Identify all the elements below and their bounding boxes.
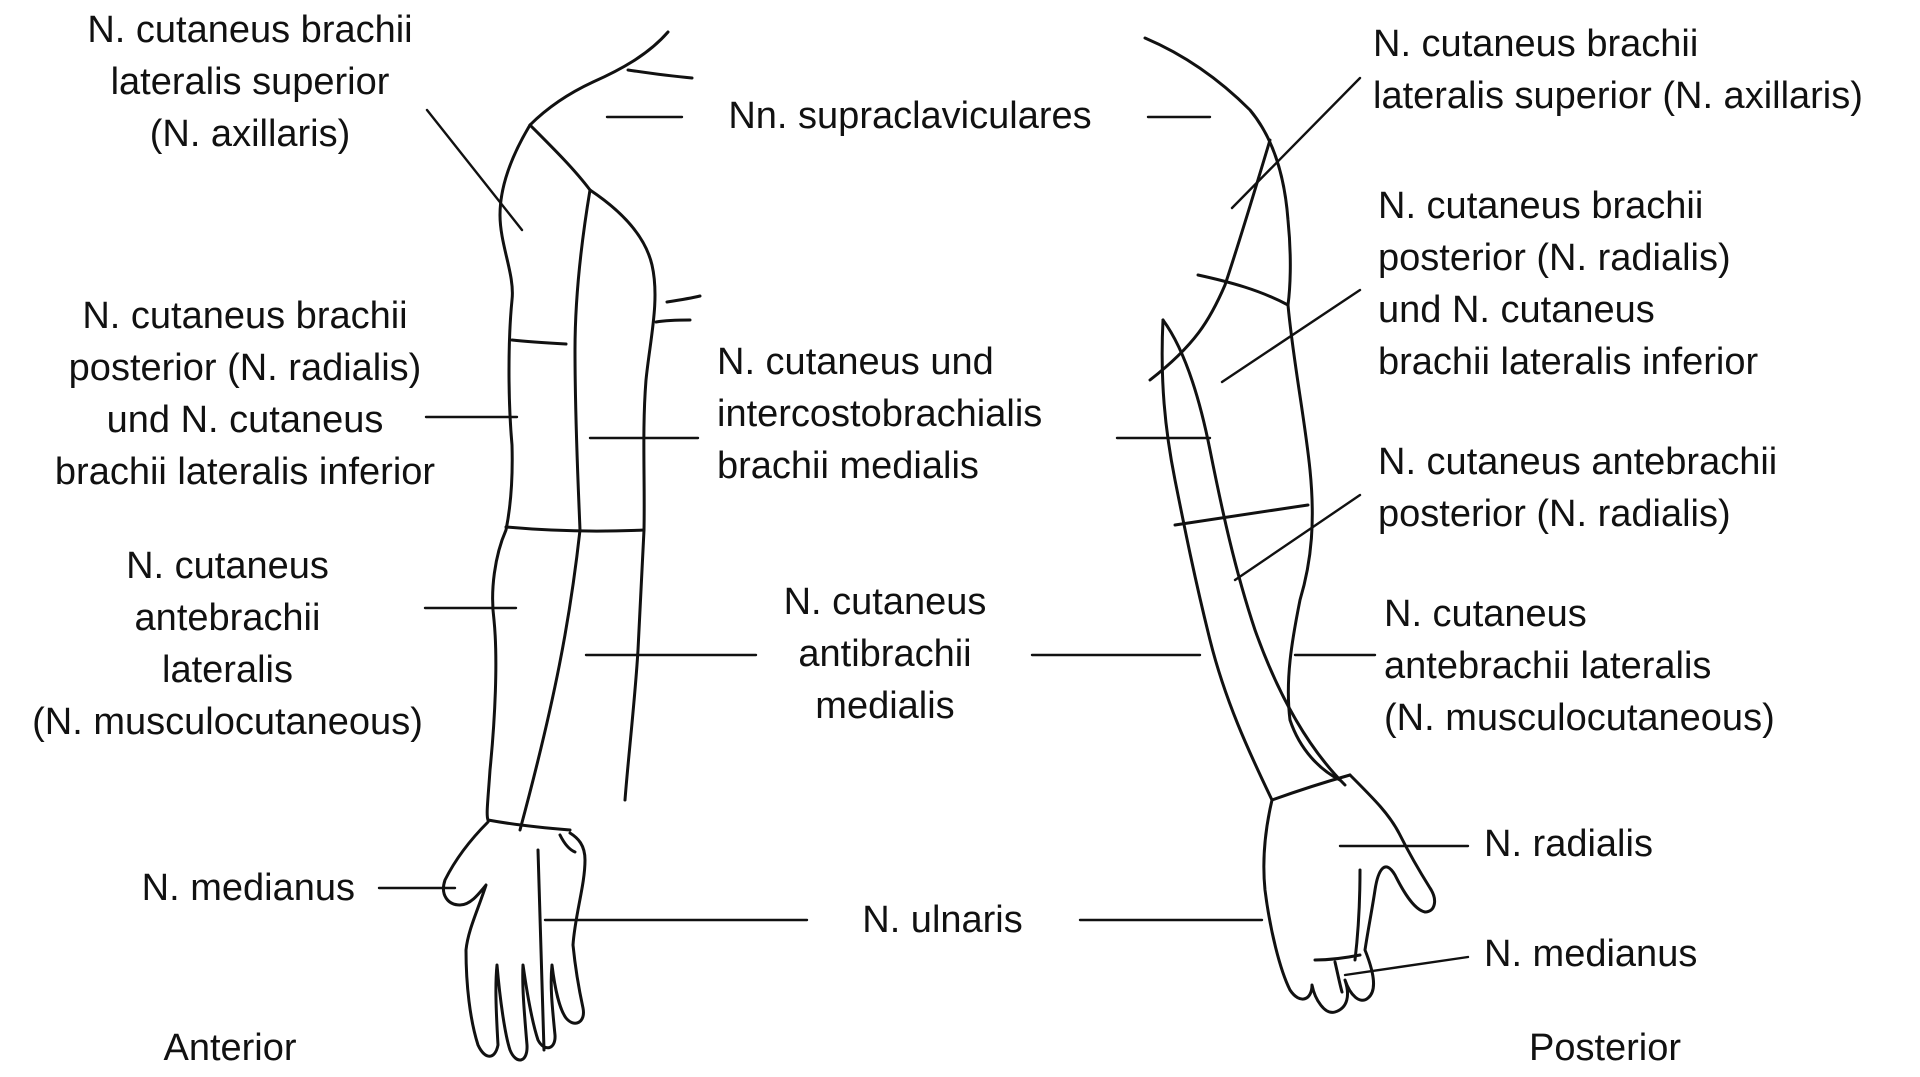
label-post-antebrachii-posterior: N. cutaneus antebrachii posterior (N. ra… [1378,441,1778,535]
label-supraclaviculares: Nn. supraclaviculares [728,95,1092,137]
label-ant-radialis: N. cutaneus brachii posterior (N. radial… [54,295,436,493]
label-post-radialis-hand: N. radialis [1484,823,1653,865]
view-label-anterior: Anterior [163,1027,297,1069]
view-label-posterior: Posterior [1528,1027,1682,1069]
label-antibrachii-medialis: N. cutaneus antibrachii medialis [783,581,987,727]
anterior-arm [442,30,702,1062]
label-ulnaris: N. ulnaris [862,899,1023,941]
posterior-arm [1143,36,1437,1014]
label-post-musculocutaneous: N. cutaneus antebrachii lateralis (N. mu… [1384,593,1775,739]
label-intercostobrachialis: N. cutaneus und intercostobrachialis bra… [717,341,1043,487]
label-post-axillaris: N. cutaneus brachii lateralis superior (… [1373,23,1863,117]
label-post-medianus: N. medianus [1484,933,1698,975]
label-ant-musculocutaneous: N. cutaneus antebrachii lateralis (N. mu… [32,545,423,743]
label-ant-medianus: N. medianus [141,867,355,909]
label-post-radialis: N. cutaneus brachii posterior (N. radial… [1378,185,1759,383]
leader-lines [377,76,1470,977]
label-ant-axillaris: N. cutaneus brachii lateralis superior (… [87,9,413,155]
